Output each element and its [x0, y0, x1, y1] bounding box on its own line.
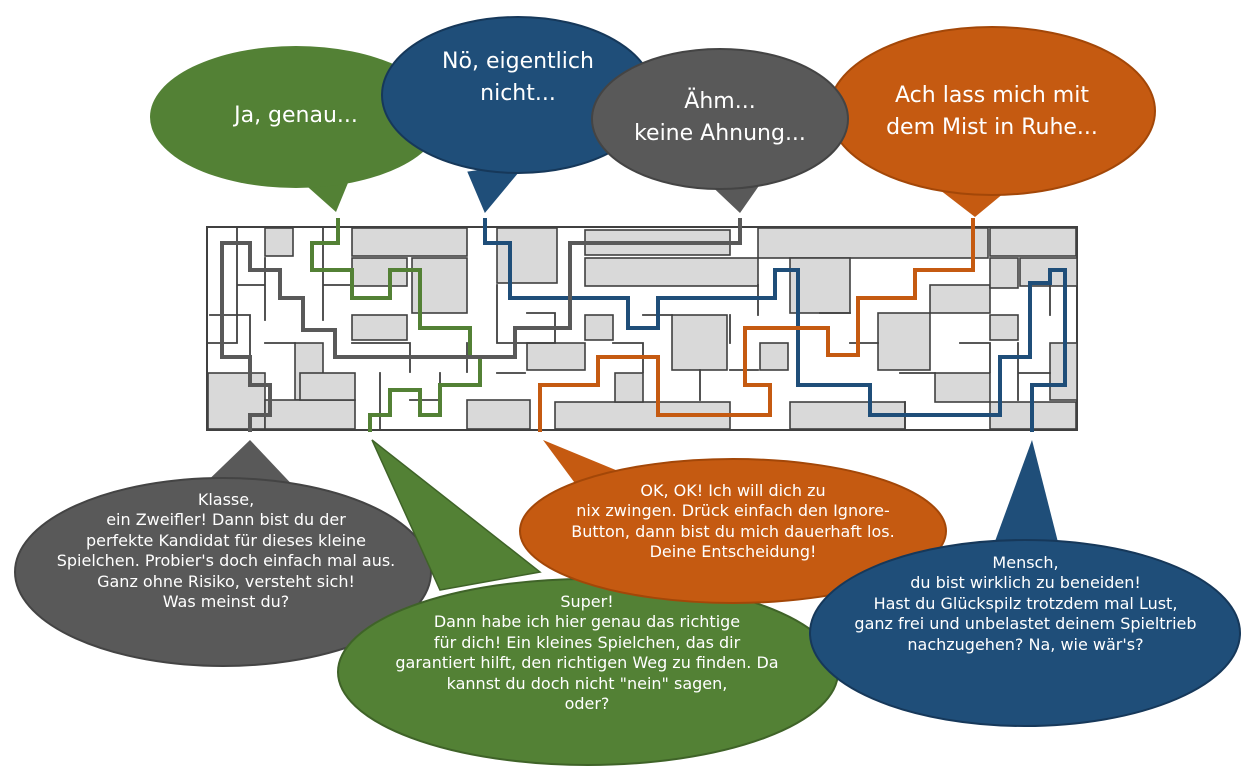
path-green-top	[310, 218, 482, 432]
maze-blocks	[207, 227, 1078, 430]
bottom-bubble-blue	[809, 440, 1241, 727]
bottom-bubble-orange-text: OK, OK! Ich will dich zu nix zwingen. Dr…	[571, 481, 895, 562]
path-gray-top	[220, 218, 742, 432]
top-bubble-blue-text: Nö, eigentlich nicht...	[442, 49, 594, 106]
top-bubble-gray	[591, 48, 849, 213]
top-bubble-gray-text: Ähm... keine Ahnung...	[634, 89, 806, 146]
top-bubble-orange-text: Ach lass mich mit dem Mist in Ruhe...	[886, 83, 1098, 140]
top-bubble-green	[150, 46, 442, 212]
bottom-bubble-blue-text: Mensch, du bist wirklich zu beneiden! Ha…	[854, 553, 1197, 654]
bottom-bubble-green-text: Super! Dann habe ich hier genau das rich…	[395, 592, 779, 714]
bottom-bubble-orange	[519, 440, 947, 604]
bottom-bubble-gray	[14, 440, 432, 667]
maze	[206, 226, 1078, 431]
path-orange-top	[538, 218, 975, 432]
top-bubble-green-text: Ja, genau...	[234, 103, 358, 128]
path-blue-top	[483, 218, 1067, 432]
top-bubble-blue	[381, 16, 655, 213]
bottom-bubble-gray-text: Klasse, ein Zweifler! Dann bist du der p…	[56, 490, 396, 612]
